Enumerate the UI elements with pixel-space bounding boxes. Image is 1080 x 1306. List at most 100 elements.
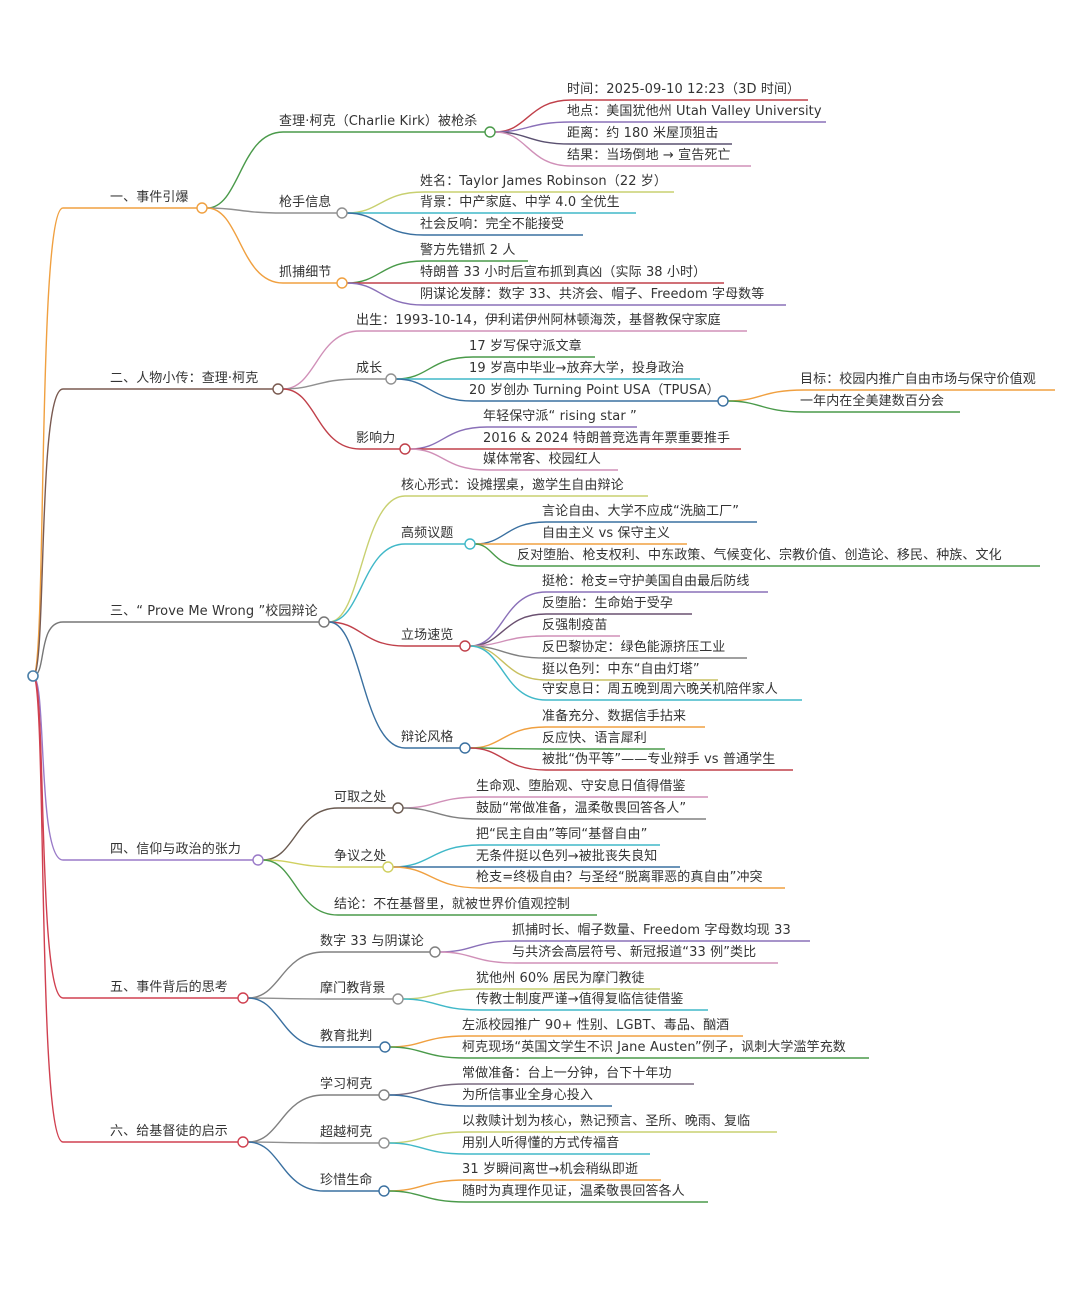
leaf-node[interactable]: 年轻保守派“ rising star ” bbox=[483, 409, 637, 424]
leaf-node[interactable]: 柯克现场“英国文学生不识 Jane Austen”例子，讽刺大学滥竽充数 bbox=[462, 1040, 846, 1055]
leaf-node[interactable]: 用别人听得懂的方式传福音 bbox=[462, 1136, 620, 1151]
leaf-node[interactable]: 鼓励“常做准备，温柔敬畏回答各人” bbox=[476, 801, 687, 816]
topic-node[interactable]: 超越柯克 bbox=[320, 1125, 373, 1140]
leaf-node[interactable]: 无条件挺以色列→被批丧失良知 bbox=[476, 849, 658, 864]
leaf-node[interactable]: 特朗普 33 小时后宣布抓到真凶（实际 38 小时） bbox=[420, 265, 707, 280]
leaf-node[interactable]: 左派校园推广 90+ 性别、LGBT、毒品、酗酒 bbox=[462, 1018, 730, 1033]
leaf-node[interactable]: 一年内在全美建数百分会 bbox=[800, 394, 945, 409]
leaf-node[interactable]: 社会反响：完全不能接受 bbox=[420, 217, 565, 232]
topic-node[interactable]: 六、给基督徒的启示 bbox=[110, 1124, 228, 1139]
collapse-toggle-icon[interactable] bbox=[459, 742, 471, 754]
collapse-toggle-icon[interactable] bbox=[392, 993, 404, 1005]
topic-node[interactable]: 三、“ Prove Me Wrong ”校园辩论 bbox=[110, 604, 318, 619]
collapse-toggle-icon[interactable] bbox=[336, 207, 348, 219]
collapse-toggle-icon[interactable] bbox=[378, 1137, 390, 1149]
leaf-node[interactable]: 19 岁高中毕业→放弃大学，投身政治 bbox=[469, 361, 685, 376]
leaf-node[interactable]: 核心形式：设摊摆桌，邀学生自由辩论 bbox=[401, 478, 624, 493]
collapse-toggle-icon[interactable] bbox=[399, 443, 411, 455]
topic-node[interactable]: 影响力 bbox=[356, 431, 396, 446]
collapse-toggle-icon[interactable] bbox=[392, 802, 404, 814]
collapse-toggle-icon[interactable] bbox=[378, 1089, 390, 1101]
collapse-toggle-icon[interactable] bbox=[385, 373, 397, 385]
branch-link bbox=[469, 613, 692, 647]
topic-node[interactable]: 教育批判 bbox=[320, 1029, 373, 1044]
branch-link bbox=[439, 951, 778, 964]
root-node-icon[interactable] bbox=[27, 670, 39, 682]
topic-node[interactable]: 高频议题 bbox=[401, 526, 454, 541]
leaf-node[interactable]: 自由主义 vs 保守主义 bbox=[542, 526, 670, 541]
collapse-toggle-icon[interactable] bbox=[336, 277, 348, 289]
topic-node[interactable]: 四、信仰与政治的张力 bbox=[110, 842, 242, 857]
collapse-toggle-icon[interactable] bbox=[196, 202, 208, 214]
leaf-node[interactable]: 阴谋论发酵：数字 33、共济会、帽子、Freedom 字母数等 bbox=[420, 287, 765, 302]
leaf-node[interactable]: 随时为真理作见证，温柔敬畏回答各人 bbox=[462, 1184, 685, 1199]
collapse-toggle-icon[interactable] bbox=[382, 861, 394, 873]
collapse-toggle-icon[interactable] bbox=[252, 854, 264, 866]
leaf-node[interactable]: 挺以色列：中东“自由灯塔” bbox=[542, 662, 700, 677]
branch-link bbox=[206, 207, 337, 284]
topic-node[interactable]: 立场速览 bbox=[401, 628, 454, 643]
leaf-node[interactable]: 警方先错抓 2 人 bbox=[420, 243, 516, 258]
leaf-node[interactable]: 出生：1993-10-14，伊利诺伊州阿林顿海茨，基督教保守家庭 bbox=[356, 313, 721, 328]
leaf-node[interactable]: 以救赎计划为核心，熟记预言、圣所、晚雨、复临 bbox=[462, 1114, 751, 1129]
leaf-node[interactable]: 2016 & 2024 特朗普竞选青年票重要推手 bbox=[483, 431, 731, 446]
leaf-node[interactable]: 把“民主自由”等同“基督自由” bbox=[476, 827, 648, 842]
collapse-toggle-icon[interactable] bbox=[464, 538, 476, 550]
collapse-toggle-icon[interactable] bbox=[237, 992, 249, 1004]
leaf-node[interactable]: 31 岁瞬间离世→机会稍纵即逝 bbox=[462, 1162, 639, 1177]
leaf-node[interactable]: 目标：校园内推广自由市场与保守价值观 bbox=[800, 372, 1036, 387]
leaf-node[interactable]: 传教士制度严谨→值得复临信徒借鉴 bbox=[476, 992, 684, 1007]
collapse-toggle-icon[interactable] bbox=[459, 640, 471, 652]
leaf-node[interactable]: 守安息日：周五晚到周六晚关机陪伴家人 bbox=[542, 682, 778, 697]
topic-node[interactable]: 摩门教背景 bbox=[320, 981, 386, 996]
collapse-toggle-icon[interactable] bbox=[318, 616, 330, 628]
leaf-node[interactable]: 反对堕胎、枪支权利、中东政策、气候变化、宗教价值、创造论、移民、种族、文化 bbox=[517, 548, 1002, 563]
topic-node[interactable]: 数字 33 与阴谋论 bbox=[320, 934, 424, 949]
collapse-toggle-icon[interactable] bbox=[378, 1185, 390, 1197]
topic-node[interactable]: 二、人物小传：查理·柯克 bbox=[110, 371, 259, 386]
collapse-toggle-icon[interactable] bbox=[717, 395, 729, 407]
topic-node[interactable]: 20 岁创办 Turning Point USA（TPUSA） bbox=[469, 383, 720, 398]
leaf-node[interactable]: 背景：中产家庭、中学 4.0 全优生 bbox=[420, 195, 620, 210]
leaf-node[interactable]: 与共济会高层符号、新冠报道“33 例”类比 bbox=[512, 945, 757, 960]
collapse-toggle-icon[interactable] bbox=[484, 126, 496, 138]
topic-node[interactable]: 珍惜生命 bbox=[320, 1173, 373, 1188]
collapse-toggle-icon[interactable] bbox=[429, 946, 441, 958]
leaf-node[interactable]: 常做准备：台上一分钟，台下十年功 bbox=[462, 1066, 672, 1081]
leaf-node[interactable]: 挺枪：枪支=守护美国自由最后防线 bbox=[542, 574, 750, 589]
leaf-node[interactable]: 地点：美国犹他州 Utah Valley University bbox=[567, 104, 822, 119]
topic-node[interactable]: 学习柯克 bbox=[320, 1077, 373, 1092]
leaf-node[interactable]: 为所信事业全身心投入 bbox=[462, 1088, 594, 1103]
leaf-node[interactable]: 结果：当场倒地 → 宣告死亡 bbox=[567, 148, 731, 163]
collapse-toggle-icon[interactable] bbox=[237, 1136, 249, 1148]
leaf-node[interactable]: 17 岁写保守派文章 bbox=[469, 339, 582, 354]
collapse-toggle-icon[interactable] bbox=[379, 1041, 391, 1053]
leaf-node[interactable]: 时间：2025-09-10 12:23（3D 时间） bbox=[567, 82, 801, 97]
topic-node[interactable]: 五、事件背后的思考 bbox=[110, 980, 228, 995]
leaf-node[interactable]: 反强制疫苗 bbox=[542, 618, 608, 633]
leaf-node[interactable]: 媒体常客、校园红人 bbox=[483, 452, 601, 467]
leaf-node[interactable]: 反应快、语言犀利 bbox=[542, 731, 647, 746]
leaf-node[interactable]: 反巴黎协定：绿色能源挤压工业 bbox=[542, 640, 726, 655]
leaf-node[interactable]: 生命观、堕胎观、守安息日值得借鉴 bbox=[476, 779, 686, 794]
topic-node[interactable]: 争议之处 bbox=[334, 849, 387, 864]
leaf-node[interactable]: 枪支=终极自由？与圣经“脱离罪恶的真自由”冲突 bbox=[476, 870, 763, 885]
leaf-node[interactable]: 被批“伪平等”——专业辩手 vs 普通学生 bbox=[542, 752, 776, 767]
leaf-node[interactable]: 结论：不在基督里，就被世界价值观控制 bbox=[334, 897, 570, 912]
leaf-node[interactable]: 距离：约 180 米屋顶狙击 bbox=[567, 126, 719, 141]
leaf-node[interactable]: 言论自由、大学不应成“洗脑工厂” bbox=[542, 504, 740, 519]
leaf-node[interactable]: 准备充分、数据信手拈来 bbox=[542, 709, 687, 724]
topic-node[interactable]: 抓捕细节 bbox=[279, 265, 332, 280]
leaf-node[interactable]: 反堕胎：生命始于受孕 bbox=[542, 596, 674, 611]
topic-node[interactable]: 查理·柯克（Charlie Kirk）被枪杀 bbox=[279, 114, 478, 129]
leaf-node[interactable]: 抓捕时长、帽子数量、Freedom 字母数均现 33 bbox=[512, 923, 791, 938]
topic-node[interactable]: 成长 bbox=[356, 361, 383, 376]
topic-node[interactable]: 可取之处 bbox=[334, 790, 387, 805]
topic-node[interactable]: 一、事件引爆 bbox=[110, 190, 189, 205]
collapse-toggle-icon[interactable] bbox=[272, 383, 284, 395]
leaf-node[interactable]: 犹他州 60% 居民为摩门教徒 bbox=[476, 971, 645, 986]
leaf-node[interactable]: 姓名：Taylor James Robinson（22 岁） bbox=[420, 174, 668, 189]
topic-node[interactable]: 枪手信息 bbox=[279, 195, 332, 210]
topic-node[interactable]: 辩论风格 bbox=[401, 730, 454, 745]
